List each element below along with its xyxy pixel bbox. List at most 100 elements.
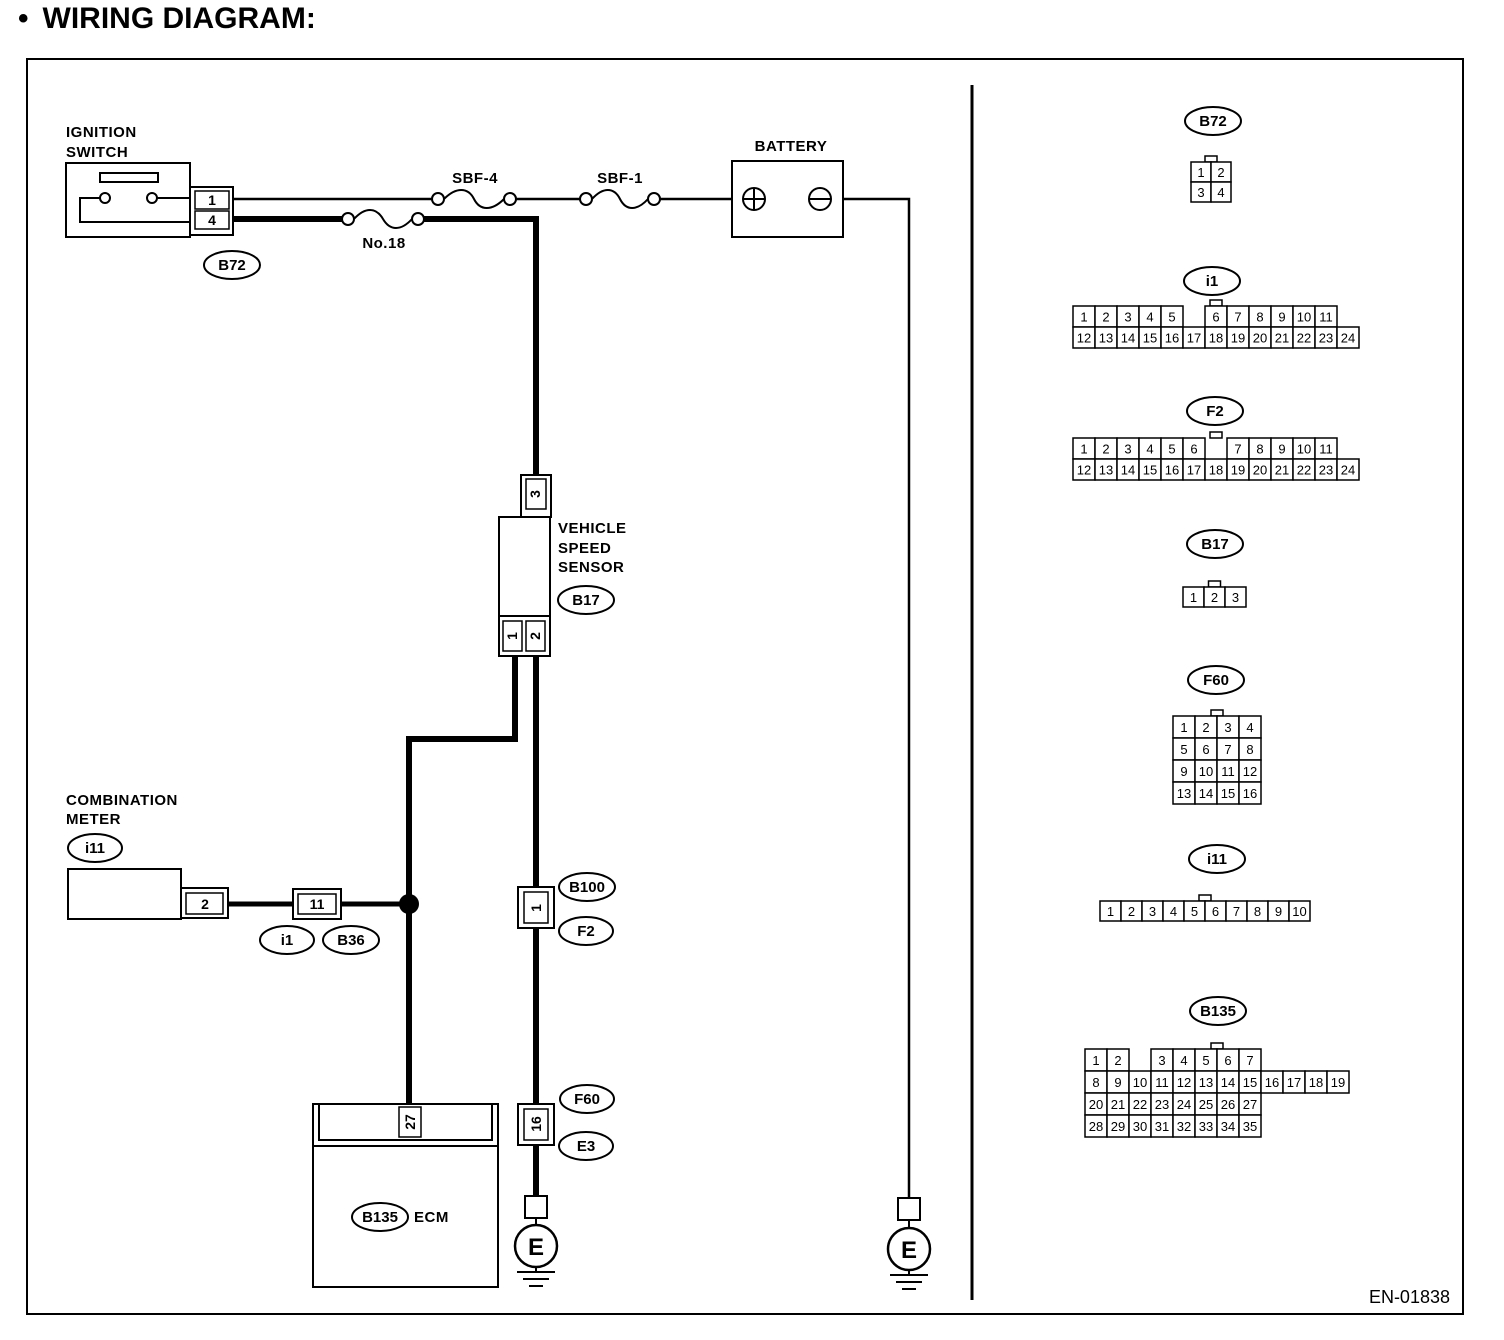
pin-number: 22 [1133, 1097, 1147, 1112]
pin-number: 16 [1243, 786, 1257, 801]
pin-number: 15 [1143, 463, 1157, 478]
ecm: 27 ECM [312, 1103, 499, 1288]
pin-number: 7 [1224, 742, 1231, 757]
pin-number: 1 [1092, 1053, 1099, 1068]
tag-b135: B135 [351, 1202, 409, 1232]
pin-number: 25 [1199, 1097, 1213, 1112]
svg-text:E3: E3 [577, 1138, 595, 1155]
pin-number: 10 [1133, 1075, 1147, 1090]
tag-b100: B100 [558, 872, 616, 902]
pin-number: 16 [1165, 331, 1179, 346]
svg-text:B17: B17 [572, 592, 600, 609]
pin-number: 3 [1124, 310, 1131, 325]
pin-number: 2 [1114, 1053, 1121, 1068]
pin-number: 4 [1146, 310, 1153, 325]
pin-number: 21 [1111, 1097, 1125, 1112]
pin-number: 9 [1278, 310, 1285, 325]
fuse-no18: No.18 [341, 209, 425, 252]
pin-number: 1 [1197, 165, 1204, 180]
pin-number: 7 [1233, 904, 1240, 919]
svg-text:No.18: No.18 [362, 235, 405, 252]
battery: BATTERY [731, 138, 844, 238]
connector-view-tag-b72: B72 [1184, 106, 1242, 136]
pin-number: 18 [1209, 331, 1223, 346]
tag-i11-meter: i11 [67, 833, 123, 863]
connector-view-tag-label-i1: i1 [1206, 273, 1219, 290]
page-title: •WIRING DIAGRAM: [18, 2, 316, 42]
pin-number: 12 [1177, 1075, 1191, 1090]
pin-number: 3 [1224, 720, 1231, 735]
pin-number: 23 [1155, 1097, 1169, 1112]
pin-number: 13 [1099, 463, 1113, 478]
pin-number: 17 [1287, 1075, 1301, 1090]
pin-number: 8 [1256, 442, 1263, 457]
connector-view-tag-label-i11: i11 [1207, 851, 1227, 868]
pin-number: 4 [1217, 185, 1224, 200]
pin-number: 14 [1199, 786, 1213, 801]
pin-number: 7 [1234, 310, 1241, 325]
pin-number: 2 [1211, 590, 1218, 605]
junction-pin-11: 11 [310, 896, 325, 912]
pin-number: 8 [1092, 1075, 1099, 1090]
connector-view-tag-f2: F2 [1186, 396, 1244, 426]
connector-view-tag-label-b135: B135 [1200, 1003, 1236, 1020]
pin-number: 20 [1253, 463, 1267, 478]
pin-number: 11 [1155, 1075, 1169, 1090]
connector-f60-e3: 16 [517, 1103, 555, 1146]
pin-number: 24 [1341, 463, 1355, 478]
vss-pin-3: 3 [527, 490, 543, 498]
connector-view-tag-i11: i11 [1188, 844, 1246, 874]
connector-view-tag-b17: B17 [1186, 529, 1244, 559]
pin-number: 1 [1080, 442, 1087, 457]
pin-number: 6 [1202, 742, 1209, 757]
wire-no18-to-vss [424, 216, 539, 475]
svg-text:SBF-4: SBF-4 [452, 170, 498, 187]
vehicle-speed-sensor: 3 1 2 VEHICLE SPEED SENSOR [498, 474, 627, 657]
svg-text:i1: i1 [281, 932, 294, 949]
svg-text:B72: B72 [218, 257, 246, 274]
pin-number: 1 [1180, 720, 1187, 735]
pin-number: 19 [1331, 1075, 1345, 1090]
pin-number: 10 [1297, 442, 1311, 457]
pin-number: 7 [1234, 442, 1241, 457]
pin-number: 8 [1254, 904, 1261, 919]
svg-text:i11: i11 [85, 840, 105, 857]
pin-number: 16 [1265, 1075, 1279, 1090]
vss-label-1: VEHICLE [558, 520, 627, 537]
vss-label-3: SENSOR [558, 559, 624, 576]
ground-e-left: E [513, 1195, 559, 1287]
figure-id: EN-01838 [1369, 1287, 1450, 1307]
ground-right-label: E [901, 1237, 917, 1264]
pin-number: 35 [1243, 1119, 1257, 1134]
meter-label-1: COMBINATION [66, 792, 178, 809]
pin-number: 2 [1202, 720, 1209, 735]
pin-number: 6 [1212, 904, 1219, 919]
pin-number: 10 [1297, 310, 1311, 325]
pin-number: 34 [1221, 1119, 1235, 1134]
pin-number: 11 [1319, 442, 1333, 457]
pin-number: 10 [1199, 764, 1213, 779]
meter-pin-2: 2 [201, 896, 209, 912]
pin-number: 29 [1111, 1119, 1125, 1134]
pin-number: 31 [1155, 1119, 1169, 1134]
pin-number: 12 [1077, 331, 1091, 346]
pin-number: 4 [1170, 904, 1177, 919]
b100-pin-1: 1 [528, 904, 544, 912]
f60-pin-16: 16 [528, 1116, 544, 1132]
pin-number: 6 [1190, 442, 1197, 457]
pin-number: 13 [1199, 1075, 1213, 1090]
combination-meter: COMBINATION METER 2 [66, 792, 229, 920]
pin-number: 28 [1089, 1119, 1103, 1134]
pin-number: 24 [1177, 1097, 1191, 1112]
bullet: • [18, 2, 29, 35]
pin-number: 18 [1309, 1075, 1323, 1090]
connector-view-tag-label-f60: F60 [1203, 672, 1229, 689]
pin-cell [1336, 326, 1360, 349]
svg-text:F2: F2 [577, 923, 595, 940]
pin-number: 22 [1297, 463, 1311, 478]
